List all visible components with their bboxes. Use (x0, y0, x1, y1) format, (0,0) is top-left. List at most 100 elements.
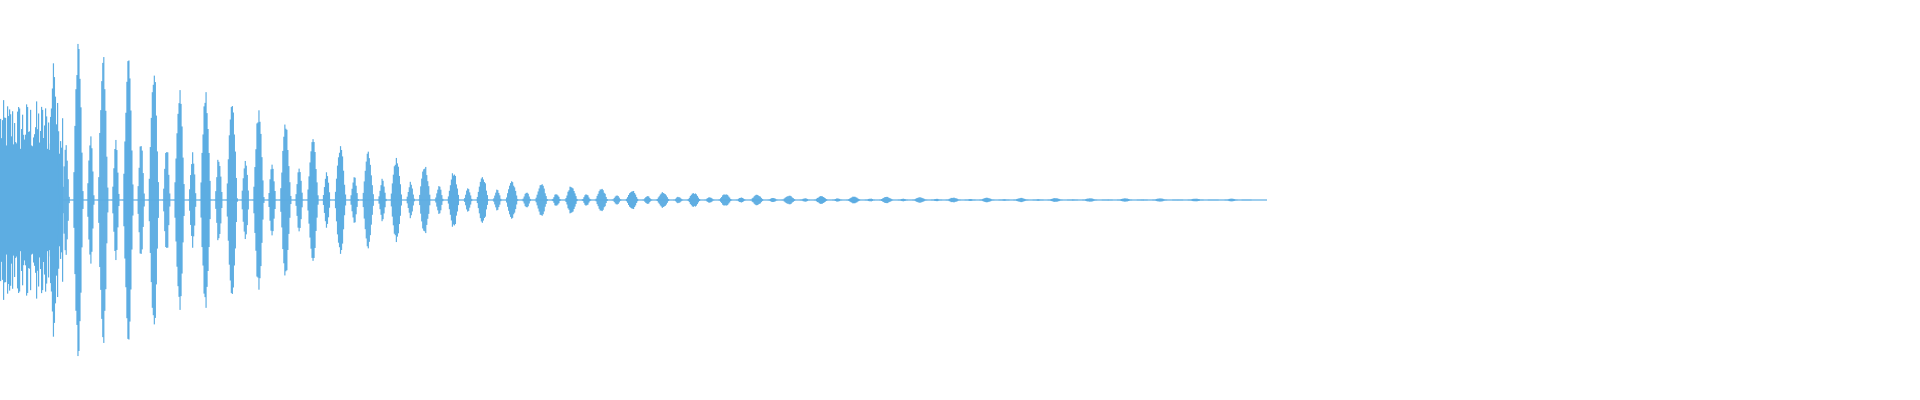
waveform-sample (65, 145, 67, 255)
waveform-sample (919, 197, 921, 203)
waveform-sample (427, 181, 429, 219)
waveform-sample (75, 89, 77, 311)
waveform-sample (56, 164, 59, 236)
waveform-sample (691, 193, 693, 207)
waveform-sample (131, 150, 133, 250)
waveform-sample (606, 199, 608, 201)
waveform-sample (760, 197, 762, 203)
waveform-sample (699, 199, 701, 201)
waveform-sample (1163, 199, 1165, 201)
waveform-sample (365, 161, 367, 239)
waveform-sample (632, 191, 634, 209)
waveform-sample (914, 199, 916, 201)
waveform-sample (1055, 198, 1057, 202)
waveform-sample (478, 186, 480, 214)
waveform-sample (554, 194, 556, 206)
waveform-sample (458, 199, 461, 201)
waveform-sample (992, 199, 994, 201)
waveform-sample (464, 198, 466, 202)
waveform-sample (117, 172, 119, 228)
waveform-sample (150, 117, 152, 283)
waveform-sample (1139, 199, 1141, 201)
waveform-sample (788, 195, 790, 205)
waveform-sample (189, 189, 191, 211)
waveform-sample (1050, 199, 1052, 201)
waveform-sample (1178, 199, 1180, 201)
waveform-sample (286, 129, 288, 271)
waveform-sample (52, 63, 55, 337)
waveform-sample (900, 199, 902, 201)
waveform-sample (1214, 199, 1216, 201)
waveform-sample (301, 192, 303, 208)
waveform-sample (1138, 199, 1140, 201)
waveform-sample (441, 195, 443, 205)
waveform-sample (1089, 198, 1091, 202)
waveform-sample (1048, 199, 1050, 201)
waveform-sample (261, 157, 263, 243)
waveform-sample (768, 199, 770, 201)
waveform-sample (614, 196, 616, 204)
waveform-sample (1231, 198, 1233, 202)
waveform-sample (581, 199, 583, 201)
waveform-sample (287, 150, 289, 250)
waveform-sample (112, 186, 114, 214)
waveform-sample (546, 199, 548, 201)
waveform-sample (1245, 199, 1247, 201)
waveform-sample (1019, 198, 1021, 202)
waveform-sample (199, 199, 201, 201)
waveform-sample (155, 115, 157, 285)
waveform-sample (595, 198, 597, 202)
waveform-sample (68, 196, 70, 204)
waveform-sample (724, 194, 726, 206)
waveform-sample (39, 142, 41, 258)
waveform-sample (819, 196, 822, 204)
waveform-sample (436, 193, 438, 207)
waveform-sample (898, 199, 900, 201)
waveform-sample (686, 199, 688, 201)
waveform-sample (568, 190, 570, 210)
waveform-sample (1109, 199, 1111, 201)
waveform-sample (902, 198, 904, 202)
waveform-sample (1119, 199, 1122, 201)
waveform-sample (712, 199, 714, 201)
waveform-sample (820, 196, 823, 204)
waveform-sample (1036, 199, 1038, 201)
waveform-sample (282, 150, 284, 250)
waveform-sample (25, 134, 27, 266)
waveform-sample (1173, 199, 1175, 201)
waveform-sample (627, 197, 629, 203)
waveform-sample (102, 62, 104, 338)
waveform-sample (1154, 199, 1156, 201)
waveform-sample (241, 190, 243, 210)
waveform-sample (1224, 199, 1226, 201)
waveform-sample (585, 194, 587, 206)
waveform-sample (599, 189, 601, 211)
waveform-sample (447, 196, 450, 204)
waveform-sample (99, 132, 101, 268)
waveform-sample (256, 123, 258, 277)
waveform-sample (899, 199, 901, 201)
waveform-sample (175, 158, 177, 242)
waveform-sample (937, 199, 940, 201)
waveform-sample (166, 152, 168, 248)
waveform-sample (551, 199, 553, 201)
waveform-sample (128, 60, 130, 340)
waveform-sample (438, 186, 440, 214)
waveform-sample (322, 195, 325, 205)
waveform-sample (91, 148, 93, 252)
waveform-sample (721, 196, 723, 204)
waveform-sample (469, 192, 471, 208)
waveform-sample (207, 129, 209, 271)
waveform-sample (1103, 199, 1105, 201)
waveform-sample (1129, 199, 1132, 201)
waveform-sample (680, 198, 682, 202)
waveform-sample (786, 196, 788, 204)
waveform-sample (46, 116, 48, 284)
waveform-sample (448, 190, 451, 210)
waveform-sample (342, 170, 345, 230)
waveform-sample (665, 195, 667, 205)
waveform-sample (756, 194, 758, 206)
waveform-sample (325, 172, 328, 228)
waveform-sample (637, 198, 639, 202)
